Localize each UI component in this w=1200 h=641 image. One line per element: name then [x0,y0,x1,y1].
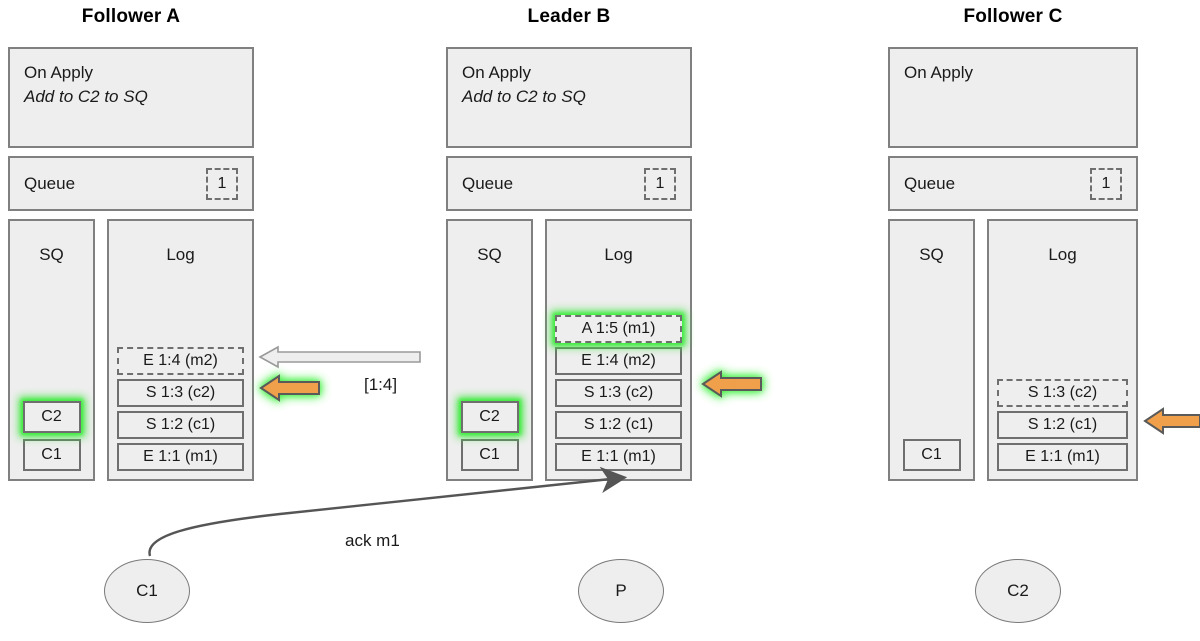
ack-curve-arrow [148,466,628,557]
log-title: Log [1048,245,1077,264]
sq-panel-follower-a: SQ C1 C2 [8,219,95,481]
sq-stack-follower-a: C1 C2 [18,395,85,471]
queue-panel-follower-c: Queue 1 [888,156,1138,211]
commit-arrow-icon[interactable] [700,368,764,400]
log-entry[interactable]: S 1:2 (c1) [555,411,682,439]
on-apply-panel-follower-c: On Apply [888,47,1138,148]
node-title-follower-c: Follower C [963,6,1063,27]
sq-entry[interactable]: C1 [22,439,81,471]
ack-curve-label: ack m1 [345,531,400,550]
log-entry[interactable]: E 1:4 (m2) [117,347,244,375]
queue-panel-follower-a: Queue 1 [8,156,254,211]
sq-panel-leader-b: SQ C1 C2 [446,219,533,481]
commit-arrow-leader-b [700,368,764,400]
log-panel-follower-a: Log E 1:1 (m1) S 1:2 (c1) S 1:3 (c2) E 1… [107,219,254,481]
on-apply-action: Add to C2 to SQ [24,87,148,106]
on-apply-action: Add to C2 to SQ [462,87,586,106]
node-follower-c: Follower C On Apply Queue 1 SQ C1 Log E … [888,0,1138,485]
log-stack-leader-b: E 1:1 (m1) S 1:2 (c1) S 1:3 (c2) E 1:4 (… [555,311,682,471]
sq-panel-follower-c: SQ C1 [888,219,975,481]
log-panel-follower-c: Log E 1:1 (m1) S 1:2 (c1) S 1:3 (c2) [987,219,1138,481]
log-title: Log [166,245,195,264]
on-apply-heading: On Apply [462,63,531,82]
node-follower-a: Follower A On Apply Add to C2 to SQ Queu… [8,0,254,485]
on-apply-panel-leader-b: On Apply Add to C2 to SQ [446,47,692,148]
queue-count-badge: 1 [1090,167,1122,200]
commit-arrow-icon[interactable] [258,372,322,404]
log-entry[interactable]: E 1:1 (m1) [997,443,1128,471]
sq-entry[interactable]: C1 [460,439,519,471]
log-stack-follower-c: E 1:1 (m1) S 1:2 (c1) S 1:3 (c2) [997,375,1128,471]
on-apply-panel-follower-a: On Apply Add to C2 to SQ [8,47,254,148]
sq-title: SQ [919,245,944,264]
sq-stack-leader-b: C1 C2 [456,395,523,471]
on-apply-heading: On Apply [904,63,973,82]
client-circle-c1[interactable]: C1 [104,559,190,623]
queue-label: Queue [462,173,514,193]
node-leader-b: Leader B On Apply Add to C2 to SQ Queue … [446,0,692,485]
sq-stack-follower-c: C1 [898,433,965,471]
sq-entry[interactable]: C1 [902,439,961,471]
log-stack-follower-a: E 1:1 (m1) S 1:2 (c1) S 1:3 (c2) E 1:4 (… [117,343,244,471]
commit-arrow-icon[interactable] [1142,405,1200,437]
log-entry[interactable]: S 1:3 (c2) [997,379,1128,407]
queue-panel-leader-b: Queue 1 [446,156,692,211]
queue-label: Queue [904,173,956,193]
log-entry[interactable]: S 1:2 (c1) [997,411,1128,439]
producer-circle-p[interactable]: P [578,559,664,623]
on-apply-heading: On Apply [24,63,93,82]
node-title-leader-b: Leader B [527,6,611,27]
sq-entry[interactable]: C2 [460,401,519,433]
log-entry[interactable]: E 1:1 (m1) [117,443,244,471]
log-panel-leader-b: Log E 1:1 (m1) S 1:2 (c1) S 1:3 (c2) E 1… [545,219,692,481]
queue-count-badge: 1 [644,167,676,200]
replication-arrow-label: [1:4] [364,375,398,394]
queue-label: Queue [24,173,76,193]
commit-arrow-follower-a [258,372,322,404]
commit-arrow-follower-c [1142,405,1200,437]
node-title-follower-a: Follower A [81,6,181,27]
client-circle-c2[interactable]: C2 [975,559,1061,623]
replication-arrow-group [258,344,422,370]
sq-title: SQ [477,245,502,264]
log-entry[interactable]: A 1:5 (m1) [555,315,682,343]
log-entry[interactable]: E 1:4 (m2) [555,347,682,375]
log-entry[interactable]: S 1:3 (c2) [117,379,244,407]
queue-count-badge: 1 [206,167,238,200]
sq-entry[interactable]: C2 [22,401,81,433]
sq-title: SQ [39,245,64,264]
log-entry[interactable]: E 1:1 (m1) [555,443,682,471]
replication-arrow-icon[interactable] [258,344,422,370]
log-entry[interactable]: S 1:3 (c2) [555,379,682,407]
log-entry[interactable]: S 1:2 (c1) [117,411,244,439]
log-title: Log [604,245,633,264]
